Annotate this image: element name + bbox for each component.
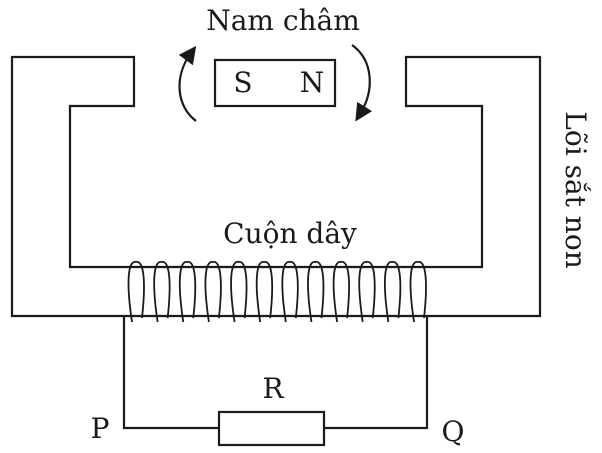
circuit-wire-right <box>324 316 429 430</box>
coil-turn <box>409 261 427 323</box>
magnet-north-pole: N <box>300 66 325 99</box>
coil-turn <box>153 261 171 323</box>
coil-turn <box>178 261 197 323</box>
iron-core <box>10 55 542 318</box>
iron-core-label: Lõi sắt non <box>559 111 592 268</box>
coil-turn <box>204 261 222 323</box>
circuit-wire-left <box>122 316 219 430</box>
resistor <box>217 410 326 447</box>
coil-windings <box>127 261 427 323</box>
coil-turn <box>255 261 274 323</box>
coil-turn <box>332 261 350 323</box>
coil-turn <box>307 261 325 323</box>
point-q-label: Q <box>442 415 465 448</box>
point-p-label: P <box>91 412 110 445</box>
coil-turn <box>281 261 299 323</box>
coil-turn <box>230 261 248 323</box>
coil-label: Cuộn dây <box>223 217 357 250</box>
magnet-south-pole: S <box>233 66 252 99</box>
coil-turn <box>127 261 145 323</box>
rotation-arrow-right-icon <box>351 44 373 122</box>
magnet-body <box>213 58 337 108</box>
coil-turn <box>358 261 376 323</box>
coil-turn <box>384 261 402 323</box>
rotation-arrow-left-icon <box>178 45 197 122</box>
resistor-label: R <box>262 372 284 405</box>
magnet-label: Nam châm <box>206 4 360 37</box>
